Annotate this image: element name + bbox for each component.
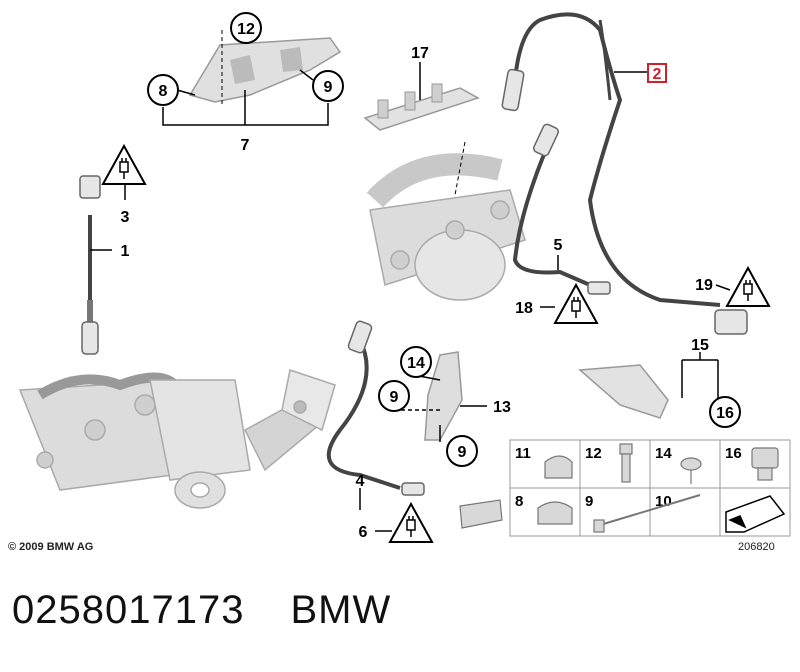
table-label-9: 9 bbox=[585, 493, 593, 510]
callout-1: 1 bbox=[121, 243, 130, 260]
small-parts-table: 11 12 14 16 8 9 10 bbox=[459, 439, 791, 537]
callout-9: 9 bbox=[324, 79, 333, 96]
parts-diagram: 12 8 9 7 17 2 3 1 5 18 19 15 16 14 9 13 … bbox=[18, 12, 791, 543]
callout-2: 2 bbox=[653, 66, 662, 83]
sensor-2-probe bbox=[501, 68, 525, 112]
warning-icon bbox=[102, 145, 146, 185]
callout-9-left: 9 bbox=[390, 389, 399, 406]
callout-5: 5 bbox=[554, 237, 563, 254]
screw-icon bbox=[680, 457, 702, 484]
copyright-text: © 2009 BMW AG bbox=[8, 541, 94, 553]
sensor-5-probe bbox=[532, 123, 560, 157]
table-label-14: 14 bbox=[655, 445, 672, 462]
callout-17: 17 bbox=[411, 45, 429, 62]
sensor-1-probe bbox=[81, 321, 99, 355]
warning-icon bbox=[726, 267, 770, 307]
warning-icon bbox=[389, 503, 433, 543]
callout-7: 7 bbox=[241, 137, 250, 154]
callout-3: 3 bbox=[121, 209, 130, 226]
cable-sensor-4 bbox=[326, 339, 401, 490]
clip-icon bbox=[544, 455, 573, 479]
drawing-number: 206820 bbox=[738, 541, 775, 553]
sensor-4-connector bbox=[401, 482, 425, 496]
cable-tie-icon bbox=[593, 494, 701, 533]
table-label-12: 12 bbox=[585, 445, 602, 462]
footer-caption: 0258017173 BMW bbox=[12, 588, 391, 633]
left-exhaust-manifold bbox=[18, 369, 336, 509]
arrow-icon bbox=[725, 495, 786, 533]
callout-4: 4 bbox=[356, 473, 365, 490]
highlight-box bbox=[647, 63, 667, 83]
cable-sensor-5 bbox=[512, 139, 591, 287]
callout-16: 16 bbox=[716, 405, 734, 422]
clamp-icon bbox=[751, 447, 779, 481]
cable-holder-icon bbox=[459, 499, 503, 529]
heat-shield bbox=[188, 37, 342, 103]
cable-sensor-2 bbox=[513, 12, 721, 307]
table-label-16: 16 bbox=[725, 445, 742, 462]
bolt-icon bbox=[619, 443, 633, 483]
sensor-4-probe bbox=[347, 320, 373, 354]
sensor-5-connector bbox=[587, 281, 611, 295]
callout-9-bottom: 9 bbox=[458, 444, 467, 461]
callout-18: 18 bbox=[515, 300, 533, 317]
sensor-1-connector bbox=[79, 175, 101, 199]
upper-exhaust-manifold bbox=[366, 153, 526, 301]
table-label-11: 11 bbox=[515, 445, 531, 462]
callout-14: 14 bbox=[407, 355, 425, 372]
sensor-2-connector bbox=[714, 309, 748, 335]
table-label-8: 8 bbox=[515, 493, 523, 510]
callout-13: 13 bbox=[493, 399, 511, 416]
brand-name: BMW bbox=[290, 588, 392, 632]
callout-15: 15 bbox=[691, 337, 709, 354]
callout-6: 6 bbox=[359, 524, 368, 541]
callout-19: 19 bbox=[695, 277, 713, 294]
cable-guide bbox=[363, 83, 480, 131]
callout-circles bbox=[147, 12, 741, 467]
callout-12: 12 bbox=[237, 21, 255, 38]
bracket-15 bbox=[578, 364, 669, 419]
callout-8: 8 bbox=[159, 83, 168, 100]
oxygen-sensor-probes bbox=[79, 68, 748, 496]
part-number: 0258017173 bbox=[12, 588, 245, 632]
clip-nut-icon bbox=[537, 501, 573, 525]
